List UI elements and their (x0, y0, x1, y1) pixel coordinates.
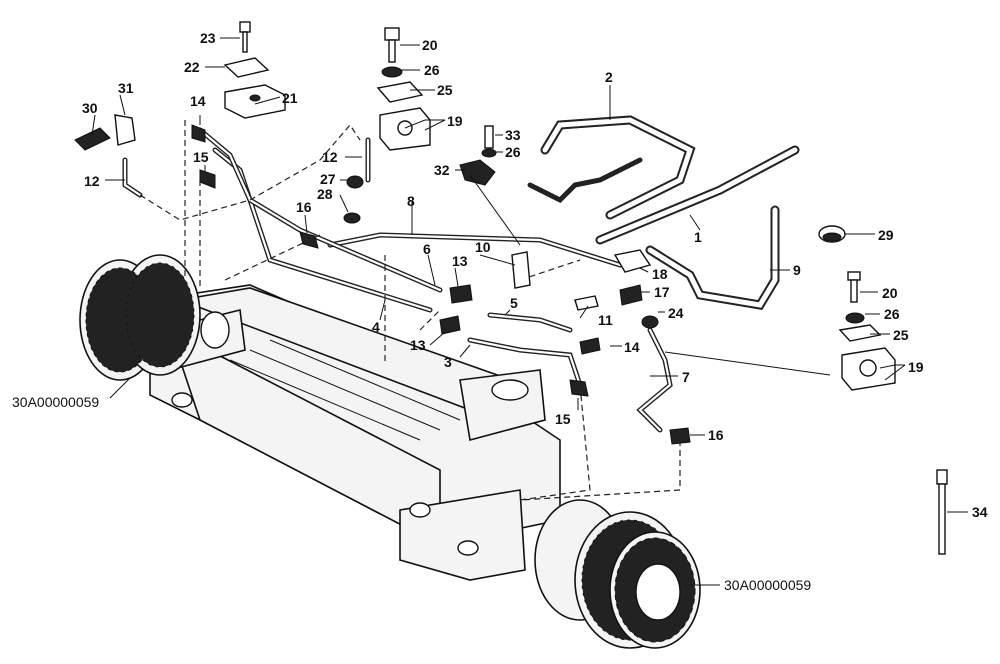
flexible-hoses (527, 115, 800, 310)
callout-33: 33 (505, 127, 521, 143)
callout-20-right: 20 (882, 285, 898, 301)
callout-4: 4 (372, 319, 380, 335)
callout-15-right: 15 (555, 411, 571, 427)
callout-7: 7 (682, 369, 690, 385)
callout-23: 23 (200, 30, 216, 46)
fittings-and-clamps (74, 21, 948, 555)
callout-32: 32 (434, 162, 450, 178)
reference-right-hub: 30A00000059 (724, 577, 811, 593)
callout-13-top: 13 (452, 253, 468, 269)
assembly-leader-lines (139, 120, 681, 501)
callout-6: 6 (423, 241, 431, 257)
callout-labels: 23 22 21 20 26 25 19 33 26 32 2 1 9 10 8… (82, 30, 988, 520)
callout-18: 18 (652, 266, 668, 282)
callout-20-top: 20 (422, 37, 438, 53)
callout-16-right: 16 (708, 427, 724, 443)
callout-19-top: 19 (447, 113, 463, 129)
callout-24: 24 (668, 305, 684, 321)
callout-5: 5 (510, 295, 518, 311)
callout-26-right: 26 (884, 306, 900, 322)
rigid-brake-lines (122, 127, 673, 433)
callout-8: 8 (407, 193, 415, 209)
callout-19-right: 19 (908, 359, 924, 375)
callout-26-mid: 26 (505, 144, 521, 160)
callout-21: 21 (282, 90, 298, 106)
left-wheel-hub (79, 254, 201, 381)
callout-26-top: 26 (424, 62, 440, 78)
callout-16-left: 16 (296, 199, 312, 215)
callout-9: 9 (793, 262, 801, 278)
callout-14-left: 14 (190, 93, 206, 109)
reference-left-hub: 30A00000059 (12, 394, 99, 410)
callout-29: 29 (878, 227, 894, 243)
callout-17: 17 (654, 284, 670, 300)
reference-labels: 30A00000059 30A00000059 (12, 394, 811, 593)
callout-31: 31 (118, 80, 134, 96)
callout-10: 10 (475, 239, 491, 255)
callout-25-top: 25 (437, 82, 453, 98)
right-wheel-hub (534, 499, 701, 649)
callout-3: 3 (444, 354, 452, 370)
callout-14-right: 14 (624, 339, 640, 355)
callout-15-left: 15 (193, 149, 209, 165)
callout-12-center: 12 (322, 149, 338, 165)
callout-22: 22 (184, 59, 200, 75)
callout-1: 1 (694, 229, 702, 245)
callout-27: 27 (320, 171, 336, 187)
callout-12-left: 12 (84, 173, 100, 189)
callout-30: 30 (82, 100, 98, 116)
callout-2: 2 (605, 69, 613, 85)
callout-13-bottom: 13 (410, 337, 426, 353)
callout-11: 11 (598, 312, 613, 328)
callout-28: 28 (317, 186, 333, 202)
callout-25-right: 25 (893, 327, 909, 343)
callout-leader-lines (91, 37, 968, 586)
axle-housing (149, 284, 561, 581)
callout-34: 34 (972, 504, 988, 520)
